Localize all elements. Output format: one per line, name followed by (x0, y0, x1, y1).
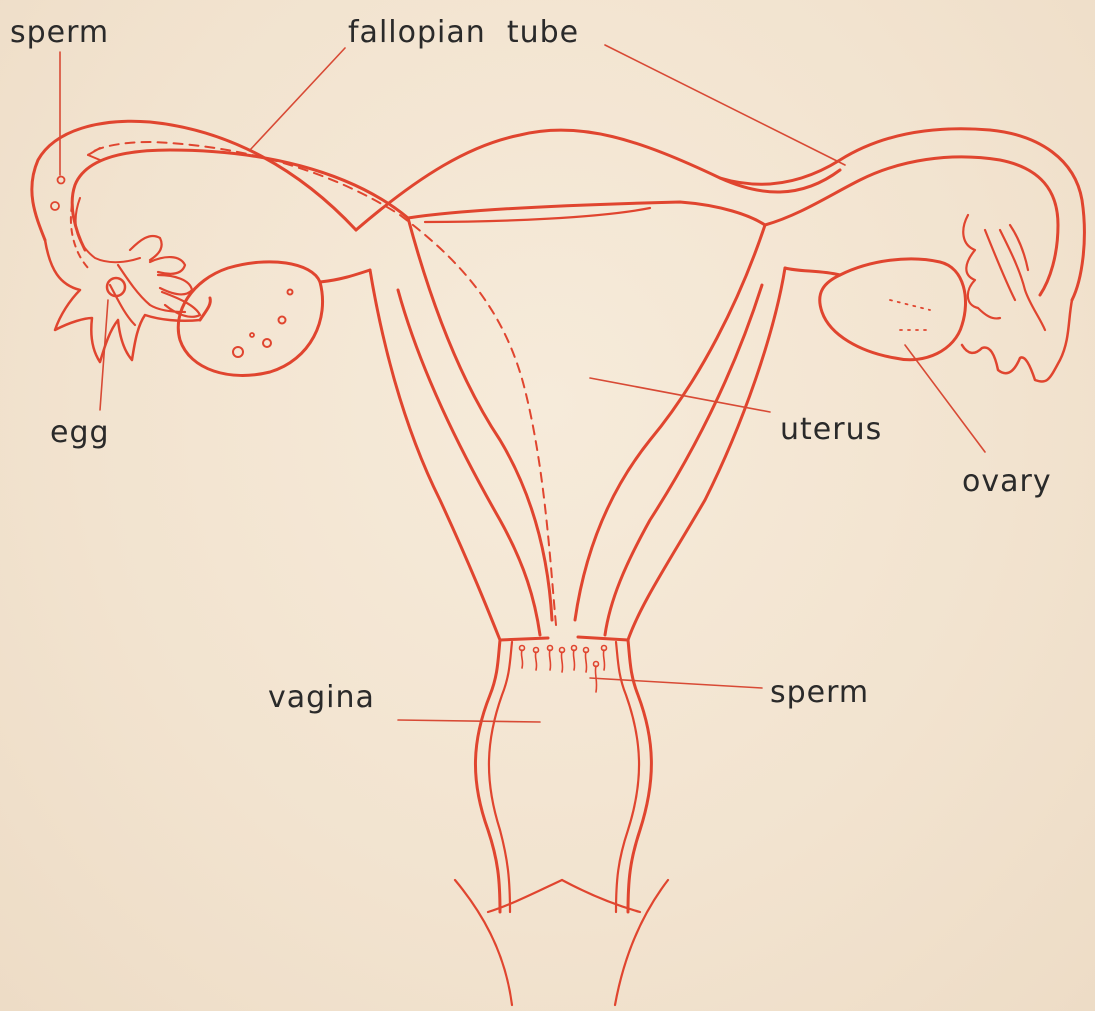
right-fimbriae (962, 300, 1072, 382)
label-egg: egg (50, 418, 110, 448)
label-vagina: vagina (268, 683, 375, 713)
sperm-path (88, 142, 556, 625)
right-fimbriae-fingers (963, 215, 1045, 330)
uterus-cavity-left (408, 218, 552, 620)
vagina-wall-right-inner (616, 642, 639, 912)
right-tube-inner (765, 157, 1058, 295)
vulva-right-outer (615, 880, 668, 1005)
right-ovary-outline (820, 259, 966, 360)
right-tube-to-uterus (785, 268, 840, 275)
uterus-outer-right (628, 268, 785, 640)
leader-ovary (905, 345, 985, 452)
right-fallopian-tube (720, 129, 1084, 382)
uterus-shape (356, 130, 840, 640)
right-tube-outer (720, 129, 1084, 300)
left-ovary-follicle-4 (288, 290, 293, 295)
vulva-left-outer (455, 880, 512, 1005)
leader-uterus (590, 378, 770, 412)
label-uterus: uterus (780, 415, 882, 445)
leader-sperm-bottom (590, 678, 762, 688)
sperm-at-tube-2 (51, 202, 59, 210)
sperm-path-arrow (88, 148, 100, 160)
vagina-shape (455, 637, 668, 1005)
sperm-at-tube-1 (58, 177, 65, 184)
left-ligament (200, 298, 210, 320)
egg-cell (107, 278, 125, 296)
label-fallopian-tube: fallopian tube (348, 18, 579, 48)
uterus-outer-left (370, 270, 500, 640)
cervix-rim-left (500, 638, 548, 640)
leader-fallopian-left (250, 48, 345, 150)
left-ovary-follicle-3 (279, 317, 286, 324)
vagina-wall-left-inner (489, 642, 512, 912)
vagina-wall-left-outer (475, 640, 500, 912)
uterus-wall-left-inner (398, 290, 540, 635)
cervix-rim-right (578, 637, 628, 640)
label-ovary: ovary (962, 467, 1052, 497)
left-ovary-follicle-2 (263, 339, 271, 347)
uterus-cavity-top-inner (425, 208, 650, 222)
leader-fallopian-right (605, 45, 845, 165)
left-tube-to-uterus (320, 270, 370, 282)
right-ovary-marks (890, 300, 930, 330)
leader-vagina (398, 720, 540, 722)
left-tube-inner-line (76, 198, 140, 262)
left-tube-outer (32, 121, 356, 240)
right-ovary (820, 259, 966, 360)
label-sperm-bottom: sperm (770, 678, 869, 708)
sperm-cluster (520, 646, 607, 693)
left-tube-inner (72, 150, 408, 250)
label-sperm-top: sperm (10, 18, 109, 48)
left-ovary-follicle-1 (233, 347, 243, 357)
left-ovary-follicle-5 (250, 333, 254, 337)
uterus-wall-right-inner (605, 285, 762, 635)
left-fallopian-tube (32, 121, 408, 362)
